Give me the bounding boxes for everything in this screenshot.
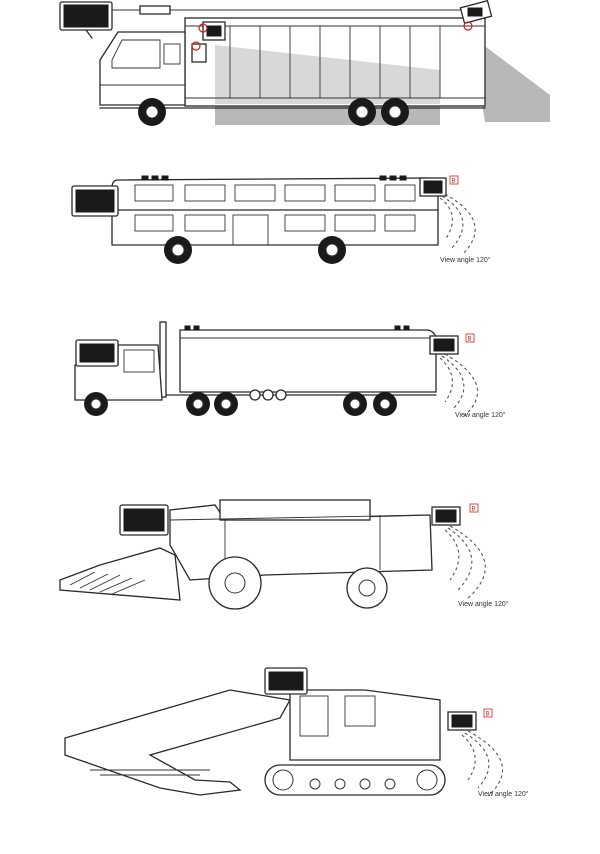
truck-cab: [99, 31, 186, 106]
view-angle-label: View angle 120°: [478, 790, 529, 798]
rear-camera-icon: [447, 711, 477, 731]
view-angle-arcs: [439, 193, 476, 256]
view-angle-label: View angle 120°: [440, 256, 491, 264]
grain-tank: [219, 499, 371, 521]
semi-truck-figure: B View angle 120°: [74, 321, 506, 419]
monitor-icon: [119, 504, 169, 536]
view-angle-arcs: [461, 730, 504, 797]
excavator-figure: B View angle 120°: [64, 667, 529, 798]
excavator-boom: [64, 689, 292, 796]
rear-view-shade: [470, 35, 550, 122]
view-angle-arcs: [444, 525, 486, 599]
excavator-track: [264, 764, 446, 796]
camera-side-icon: [191, 41, 207, 63]
monitor-icon: [71, 185, 119, 217]
exhaust-stack: [159, 321, 167, 398]
bus-figure: B View angle 120°: [71, 175, 491, 264]
excavator-house: [289, 689, 441, 761]
rear-camera-icon: [431, 506, 461, 526]
rear-camera-icon: [429, 335, 459, 355]
view-angle-arcs: [439, 353, 479, 419]
tanker-body: [179, 329, 437, 393]
monitor-icon: [75, 339, 119, 367]
view-angle-label: View angle 120°: [455, 411, 506, 419]
camera-tag-label: B: [452, 179, 456, 185]
camera-tag-label: B: [468, 337, 472, 343]
harvester-header: [59, 547, 181, 601]
rear-camera-icon: [419, 177, 447, 197]
view-angle-label: View angle 120°: [458, 600, 509, 608]
camera-a-icon: [198, 21, 226, 41]
monitor-icon: [264, 667, 308, 695]
harvester-figure: B View angle 120°: [59, 499, 509, 610]
camera-c-icon: [459, 0, 493, 31]
monitor-icon: [59, 1, 113, 39]
box-truck-figure: [59, 0, 550, 126]
camera-tag-label: B: [486, 712, 490, 718]
camera-tag-label: B: [472, 507, 476, 513]
